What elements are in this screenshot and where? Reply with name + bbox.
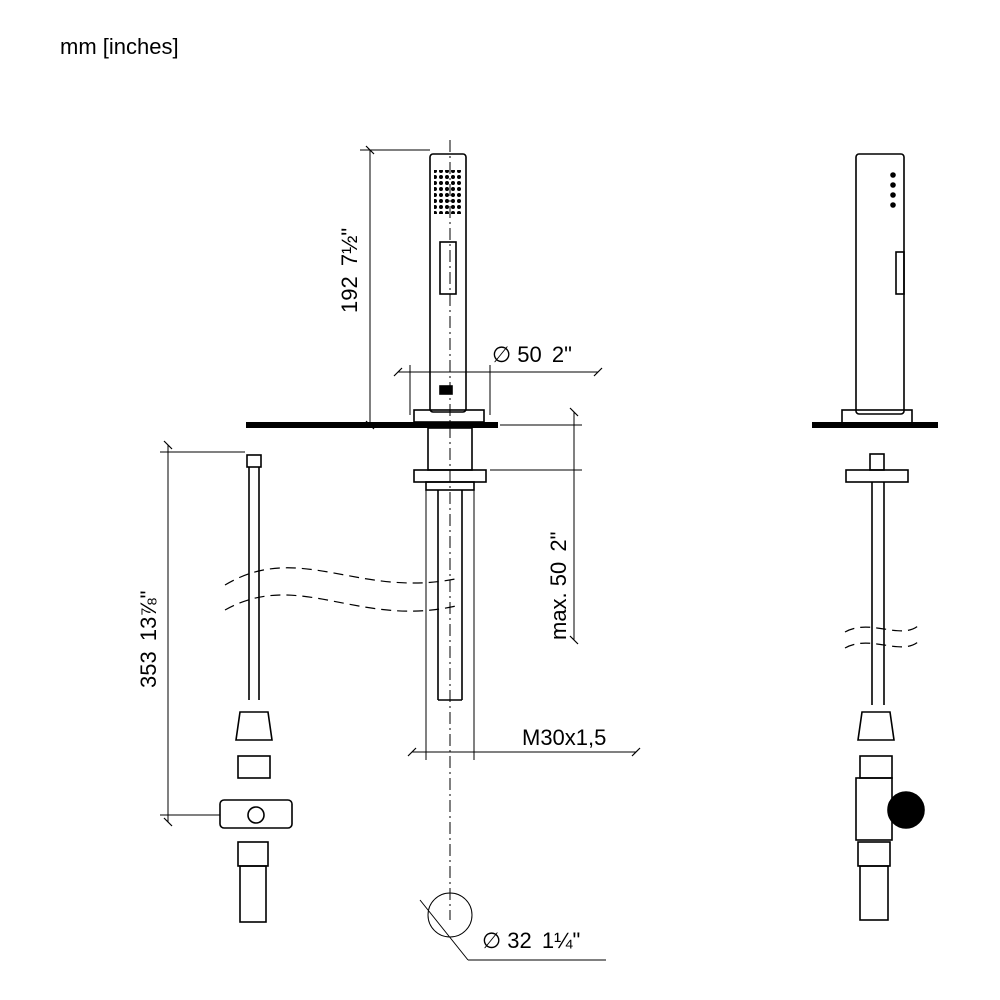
handshower-body — [429, 153, 467, 413]
outlet-marker — [439, 385, 453, 395]
svg-text:∅ 32 1¼": ∅ 32 1¼" — [482, 928, 580, 953]
hole-diameter-symbol: ∅ — [482, 928, 501, 953]
svg-text:∅ 50 2": ∅ 50 2" — [492, 342, 572, 367]
spray-nozzles — [434, 170, 462, 214]
mounting-depth-inch: 2" — [546, 532, 571, 552]
dimension-lines — [160, 145, 641, 961]
svg-text:353 13⅞": 353 13⅞" — [136, 591, 161, 688]
length-inch: 7½" — [337, 228, 362, 266]
diameter-value: 50 — [517, 342, 541, 367]
length-value: 192 — [337, 276, 362, 313]
diameter-symbol: ∅ — [492, 342, 511, 367]
svg-text:192 7½": 192 7½" — [337, 228, 362, 313]
pipe-break — [224, 567, 919, 649]
hose-length-value: 353 — [136, 651, 161, 688]
dimension-labels: 192 7½" ∅ 50 2" max. 50 2" 353 13⅞" M30x… — [136, 228, 606, 953]
hole-diameter-inch: 1¼" — [542, 928, 580, 953]
hole-diameter-value: 32 — [507, 928, 531, 953]
front-view — [246, 140, 498, 920]
side-view — [812, 153, 938, 921]
hose-length-inch: 13⅞" — [136, 591, 161, 642]
diameter-inch: 2" — [552, 342, 572, 367]
svg-text:max. 50 2": max. 50 2" — [546, 532, 571, 640]
hose-view — [219, 454, 293, 923]
mounting-depth-value: max. 50 — [546, 562, 571, 640]
units-label: mm [inches] — [60, 34, 179, 59]
thread-label: M30x1,5 — [522, 725, 606, 750]
control-button — [439, 241, 457, 295]
